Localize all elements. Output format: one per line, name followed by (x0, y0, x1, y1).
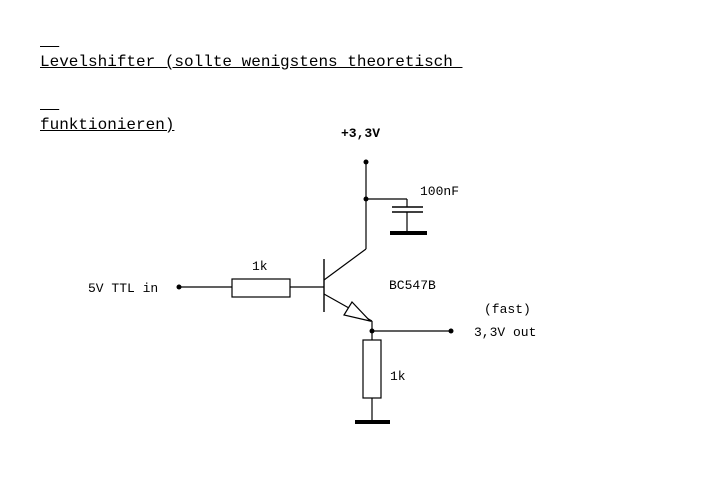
output-terminal (372, 328, 454, 334)
speed-note-label: (fast) (484, 302, 531, 317)
supply-label: +3,3V (341, 126, 380, 141)
page-title: Levelshifter (sollte wenigstens theoreti… (40, 10, 600, 157)
capacitor-100nf (363, 196, 423, 233)
base-resistor-label: 1k (252, 259, 268, 274)
supply-node (363, 159, 369, 249)
title-line-1: Levelshifter (sollte wenigstens theoreti… (40, 53, 463, 71)
input-label: 5V TTL in (88, 281, 158, 296)
emitter-resistor-label: 1k (390, 369, 406, 384)
base-resistor (231, 278, 324, 298)
ground-symbol-capacitor (390, 231, 427, 235)
title-line-2: funktionieren) (40, 116, 175, 134)
input-terminal (176, 284, 232, 290)
emitter-resistor (362, 331, 382, 421)
capacitor-label: 100nF (420, 184, 459, 199)
transistor-bc547b (323, 248, 373, 323)
ground-symbol-emitter (355, 420, 390, 424)
output-label: 3,3V out (474, 325, 536, 340)
transistor-label: BC547B (389, 278, 436, 293)
